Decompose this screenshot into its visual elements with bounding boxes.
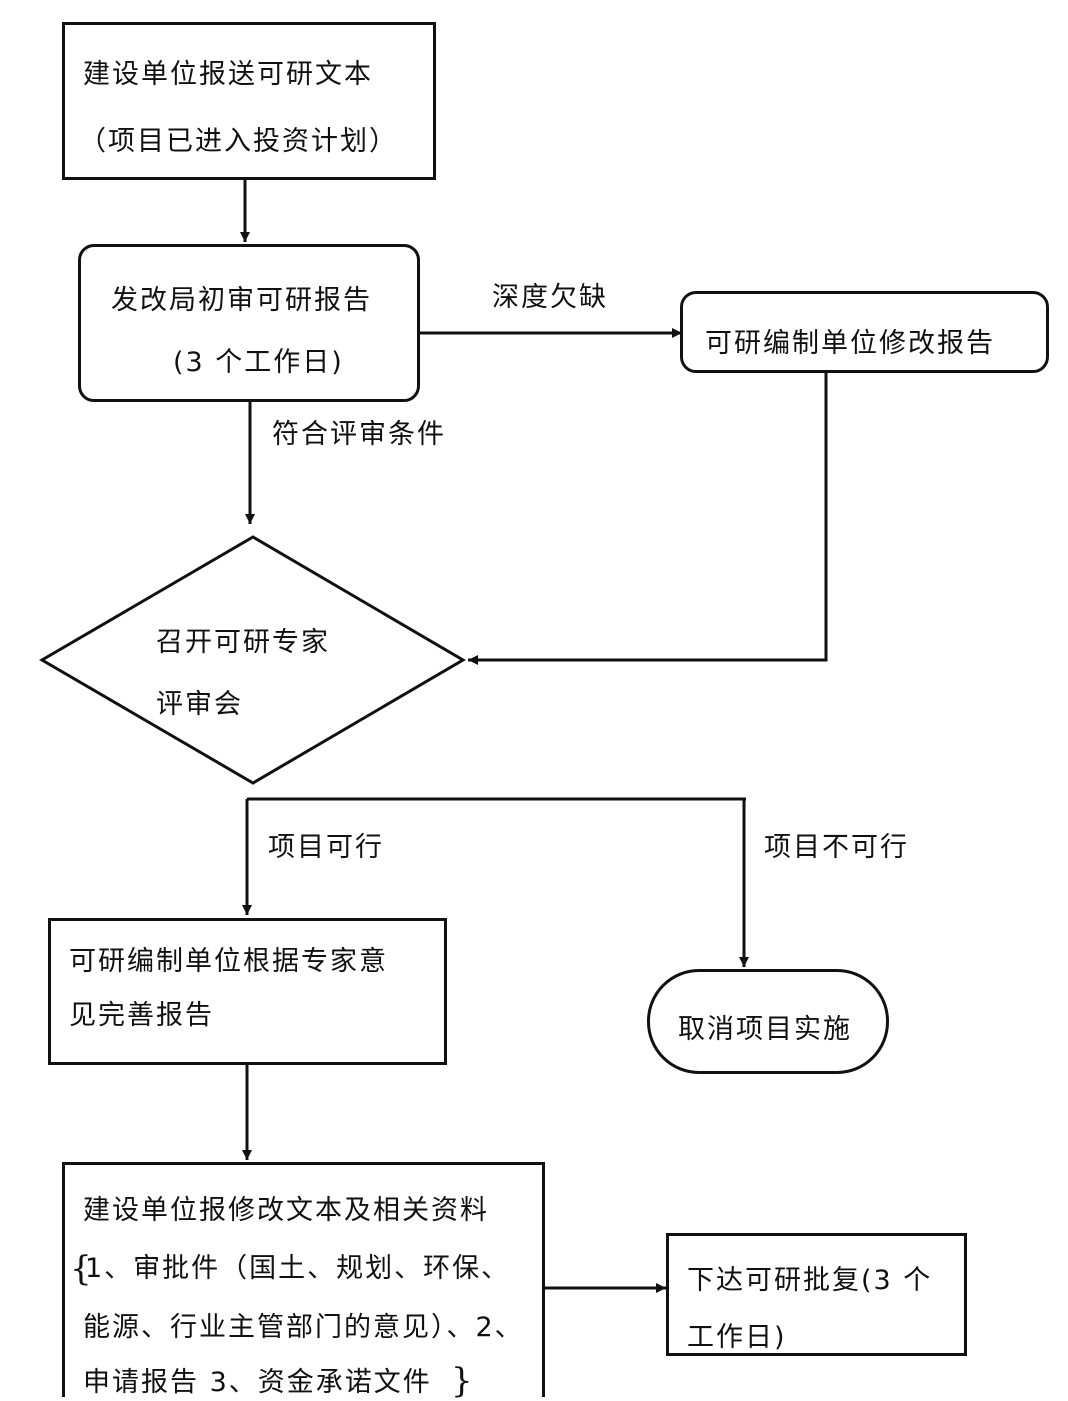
- node-resubmit-line2: 1、审批件（国土、规划、环保、: [85, 1253, 511, 1284]
- node-initial-review-line1: 发改局初审可研报告: [111, 285, 372, 316]
- label-not-feasible: 项目不可行: [764, 832, 909, 863]
- node-initial-review-line2: (3 个工作日): [173, 347, 344, 378]
- node-revise-label: 可研编制单位修改报告: [705, 328, 995, 359]
- node-submit: 建设单位报送可研文本 （项目已进入投资计划）: [62, 22, 436, 180]
- node-approve-line1: 下达可研批复(3 个: [687, 1265, 933, 1296]
- node-expert-meeting-line2: 评审会: [156, 689, 243, 720]
- brace-close: }: [451, 1361, 473, 1401]
- node-cancel: 取消项目实施: [647, 969, 889, 1074]
- node-expert-meeting-line1: 召开可研专家: [156, 627, 330, 658]
- node-perfect-report-line1: 可研编制单位根据专家意: [69, 946, 388, 977]
- node-submit-line2: （项目已进入投资计划）: [79, 126, 398, 157]
- node-submit-line1: 建设单位报送可研文本: [83, 59, 373, 90]
- arrow-revise-to-meeting: [468, 372, 828, 665]
- label-meets-conditions: 符合评审条件: [272, 419, 446, 450]
- label-insufficient-depth: 深度欠缺: [492, 282, 608, 313]
- node-resubmit-line1: 建设单位报修改文本及相关资料: [83, 1195, 489, 1226]
- brace-open: {: [70, 1249, 92, 1289]
- node-resubmit-line3: 能源、行业主管部门的意见）、2、: [83, 1312, 524, 1343]
- node-initial-review: 发改局初审可研报告 (3 个工作日): [78, 244, 420, 402]
- node-revise: 可研编制单位修改报告: [680, 291, 1049, 373]
- node-approve-line2: 工作日): [687, 1322, 787, 1353]
- node-perfect-report: 可研编制单位根据专家意 见完善报告: [48, 918, 447, 1065]
- decision-diamond: [39, 535, 466, 785]
- node-resubmit: 建设单位报修改文本及相关资料 { 1、审批件（国土、规划、环保、 能源、行业主管…: [62, 1162, 545, 1401]
- node-perfect-report-line2: 见完善报告: [69, 1000, 214, 1031]
- node-cancel-label: 取消项目实施: [678, 1014, 852, 1045]
- node-resubmit-line4: 申请报告 3、资金承诺文件: [83, 1367, 432, 1398]
- node-approve: 下达可研批复(3 个 工作日): [666, 1233, 967, 1356]
- label-feasible: 项目可行: [268, 832, 384, 863]
